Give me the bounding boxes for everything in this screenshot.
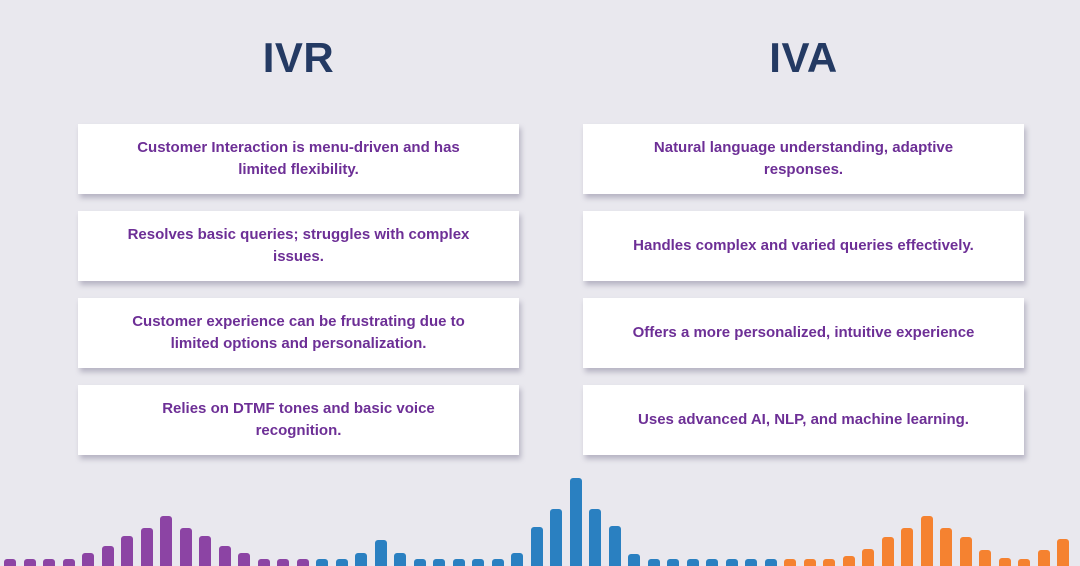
- waveform-bar: [160, 516, 172, 566]
- waveform-bar: [394, 553, 406, 566]
- waveform-bar: [920, 516, 933, 566]
- iva-column: IVA Natural language understanding, adap…: [583, 0, 1024, 566]
- waveform-bar: [101, 546, 114, 566]
- waveform-bar: [179, 528, 192, 566]
- ivr-card-4-text: Relies on DTMF tones and basic voice rec…: [162, 400, 435, 439]
- waveform-bar: [23, 559, 36, 566]
- waveform-bar: [569, 478, 582, 566]
- waveform-bar: [842, 556, 855, 566]
- waveform-bar: [550, 509, 562, 566]
- waveform-bar: [589, 509, 601, 566]
- waveform-bar: [1057, 539, 1069, 566]
- waveform-bar: [901, 528, 913, 566]
- waveform-bar: [433, 559, 445, 566]
- waveform-bar: [82, 553, 94, 566]
- waveform-bar: [998, 558, 1011, 566]
- waveform-bar: [199, 536, 211, 566]
- waveform-bar: [940, 528, 952, 566]
- ivr-card-1: Customer Interaction is menu-driven and …: [78, 124, 519, 194]
- iva-card-4: Uses advanced AI, NLP, and machine learn…: [583, 385, 1024, 455]
- ivr-card-2: Resolves basic queries; struggles with c…: [78, 211, 519, 281]
- waveform-bar: [413, 559, 426, 566]
- iva-card-2-text: Handles complex and varied queries effec…: [633, 237, 974, 255]
- waveform-bar: [43, 559, 55, 566]
- waveform-bar: [647, 559, 660, 566]
- waveform-bar: [667, 559, 679, 566]
- ivr-card-2-text: Resolves basic queries; struggles with c…: [127, 226, 470, 265]
- ivr-card-3-text: Customer experience can be frustrating d…: [132, 313, 465, 352]
- ivr-card-3: Customer experience can be frustrating d…: [78, 298, 519, 368]
- waveform-bar: [862, 549, 874, 566]
- waveform-bar: [218, 546, 231, 566]
- waveform-bar: [316, 559, 328, 566]
- waveform-bar: [140, 528, 153, 566]
- waveform-bar: [881, 537, 894, 566]
- iva-card-3-text: Offers a more personalized, intuitive ex…: [632, 324, 975, 342]
- waveform-bar: [764, 559, 777, 566]
- ivr-column-title: IVR: [262, 34, 335, 81]
- iva-card-4-text: Uses advanced AI, NLP, and machine learn…: [638, 411, 969, 429]
- waveform-bar: [355, 553, 367, 566]
- ivr-column: IVR Customer Interaction is menu-driven …: [78, 0, 519, 566]
- waveform-bar: [511, 553, 523, 566]
- iva-card-list: Natural language understanding, adaptive…: [583, 124, 1024, 455]
- waveform-bar: [62, 559, 75, 566]
- iva-card-3: Offers a more personalized, intuitive ex…: [583, 298, 1024, 368]
- waveform-bar: [296, 559, 309, 566]
- iva-card-1-text: Natural language understanding, adaptive…: [653, 139, 954, 178]
- waveform-bar: [257, 559, 270, 566]
- waveform-bar: [491, 559, 504, 566]
- waveform-bar: [1037, 550, 1050, 566]
- waveform-bar: [823, 559, 835, 566]
- waveform-bar: [452, 559, 465, 566]
- waveform-bar: [686, 559, 699, 566]
- waveform-bar: [530, 527, 543, 566]
- waveform-bar: [725, 559, 738, 566]
- waveform-bar: [959, 537, 972, 566]
- waveform-bar: [706, 559, 718, 566]
- waveform-bar: [979, 550, 991, 566]
- waveform-bar: [628, 554, 640, 566]
- waveform-bar: [4, 559, 16, 566]
- waveform-bar: [472, 559, 484, 566]
- waveform-bar: [1018, 559, 1030, 566]
- waveform-bar: [335, 559, 348, 566]
- waveform-bar: [277, 559, 289, 566]
- waveform-bar: [121, 536, 133, 566]
- iva-card-1: Natural language understanding, adaptive…: [583, 124, 1024, 194]
- ivr-card-list: Customer Interaction is menu-driven and …: [78, 124, 519, 455]
- iva-card-2: Handles complex and varied queries effec…: [583, 211, 1024, 281]
- waveform-bar: [803, 559, 816, 566]
- waveform-bar: [238, 553, 250, 566]
- waveform-bar: [374, 540, 387, 566]
- iva-column-title: IVA: [769, 34, 838, 81]
- waveform-bar: [784, 559, 796, 566]
- waveform-chart: [4, 466, 1069, 566]
- waveform-bar: [608, 526, 621, 566]
- waveform-bar: [745, 559, 757, 566]
- ivr-card-4: Relies on DTMF tones and basic voice rec…: [78, 385, 519, 455]
- ivr-card-1-text: Customer Interaction is menu-driven and …: [137, 139, 460, 178]
